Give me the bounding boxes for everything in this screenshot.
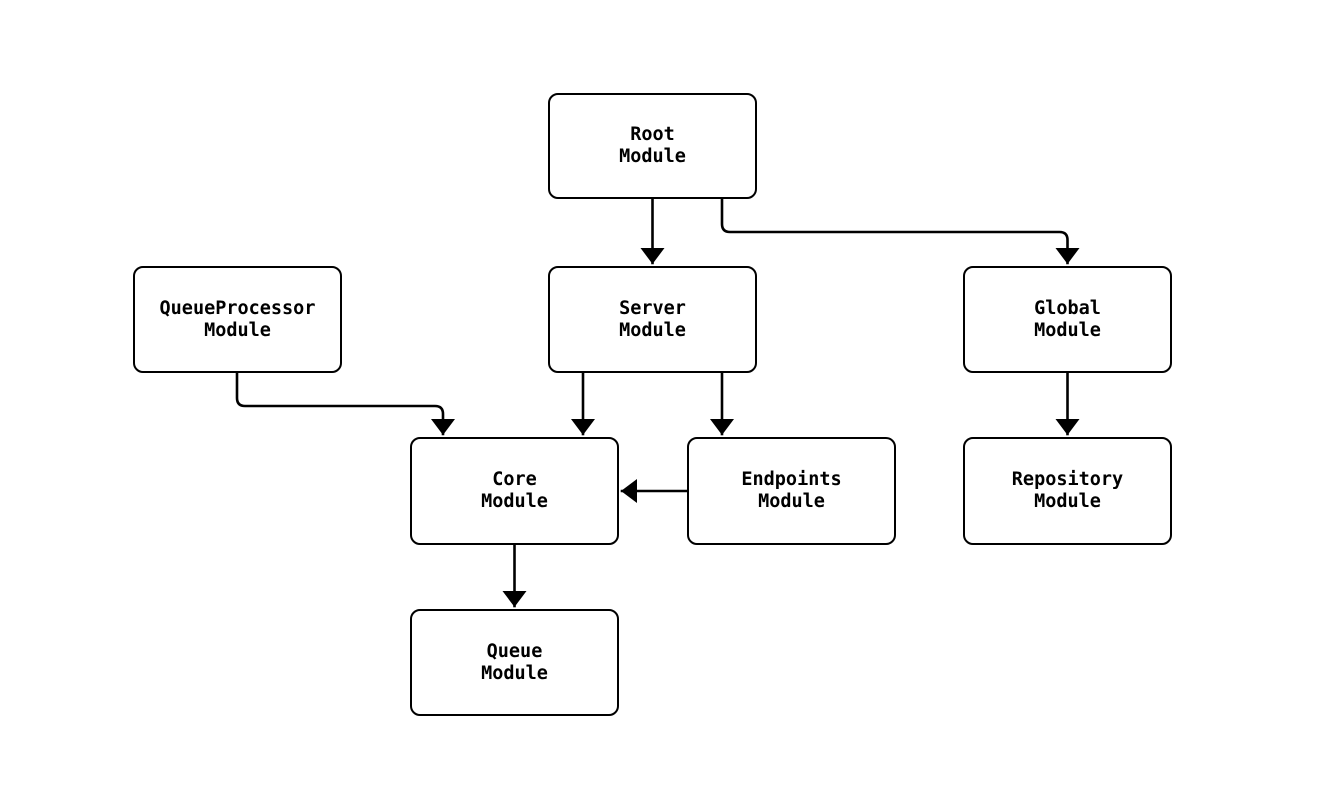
node-label-line1: Endpoints [741, 469, 842, 490]
node-label-line2: Module [758, 491, 825, 512]
node-label-line1: Root [630, 124, 675, 145]
node-label-line2: Module [619, 319, 686, 341]
node-endpoints-module: Endpoints Module [687, 437, 896, 545]
edge-queueprocessor-to-core [235, 371, 455, 436]
node-server-module: Server Module [548, 266, 757, 373]
edge-root-to-global [720, 197, 1080, 265]
node-label-line2: Module [204, 319, 271, 341]
node-label-line1: QueueProcessor [159, 297, 316, 319]
node-label-line1: Server [619, 297, 686, 319]
node-label-line2: Module [619, 146, 686, 167]
node-global-module: Global Module [963, 266, 1172, 373]
node-label-line2: Module [481, 491, 548, 512]
node-queueprocessor-module: QueueProcessor Module [133, 266, 342, 373]
node-label-line2: Module [481, 662, 548, 684]
node-repository-module: Repository Module [963, 437, 1172, 545]
node-label-line1: Repository [1011, 469, 1124, 490]
node-label-line1: Queue [486, 640, 543, 662]
node-core-module: Core Module [410, 437, 619, 545]
node-label-line2: Module [1034, 491, 1101, 512]
node-queue-module: Queue Module [410, 609, 619, 716]
node-label-line1: Global [1034, 297, 1101, 319]
node-root-module: Root Module [548, 93, 757, 199]
node-label-line1: Core [492, 469, 537, 490]
node-label-line2: Module [1034, 319, 1101, 341]
